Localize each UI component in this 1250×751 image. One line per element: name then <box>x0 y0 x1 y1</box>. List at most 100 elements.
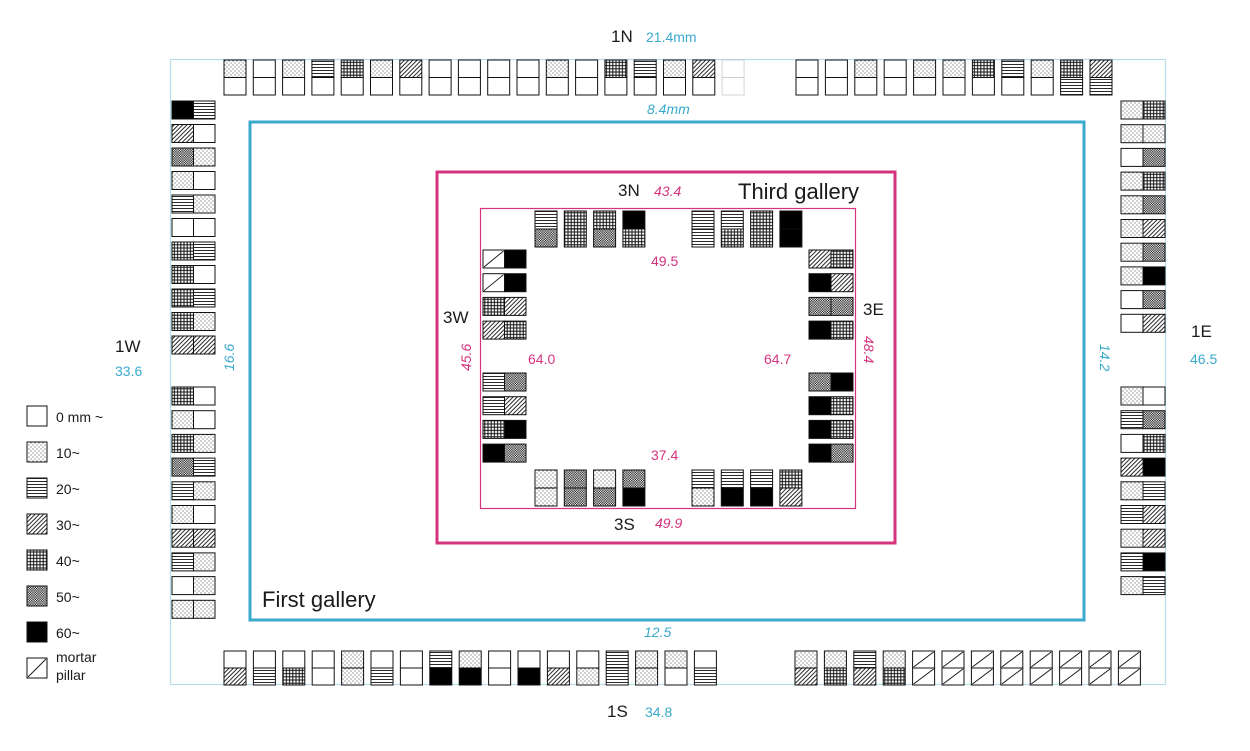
pillar-cell-top <box>605 650 629 669</box>
pillar-cell-bottom <box>399 77 423 96</box>
pillar <box>516 59 540 96</box>
legend-swatch <box>26 585 48 607</box>
pillar-cell-top <box>593 210 617 230</box>
pillar-cell-right <box>1142 552 1166 572</box>
pillar <box>1120 410 1166 430</box>
inner-left-value: 64.0 <box>528 351 555 367</box>
pillar <box>808 443 854 463</box>
pillar-cell-left <box>1120 195 1144 215</box>
pillar-cell-top <box>779 210 803 230</box>
pillar <box>171 576 216 596</box>
pillar <box>854 59 878 96</box>
pillar-cell-bottom <box>311 667 335 686</box>
pillar-cell-top <box>311 650 335 669</box>
pillar <box>692 59 716 96</box>
pillar <box>575 59 599 96</box>
pillar <box>794 650 818 686</box>
first-gallery-rect <box>248 120 1086 622</box>
pillar <box>370 59 393 96</box>
pillar <box>693 650 717 686</box>
pillar <box>171 457 216 477</box>
pillar-cell-left <box>1120 528 1144 548</box>
pillar-cell-top <box>488 650 512 669</box>
pillar-cell-right <box>1142 410 1166 430</box>
pillar-cell-bottom <box>1001 77 1025 96</box>
pillar-cell-top <box>458 650 482 669</box>
pillar <box>622 210 646 248</box>
pillar <box>970 650 994 686</box>
pillar-cell-bottom <box>428 77 452 96</box>
pillar-cell-right <box>504 296 527 316</box>
pillar <box>517 650 541 686</box>
pillar-cell-left <box>171 218 194 237</box>
pillar <box>1001 59 1025 96</box>
pillar-cell-bottom <box>691 228 715 248</box>
pillar-cell-right <box>193 171 216 190</box>
pillar <box>171 218 216 237</box>
pillar <box>1120 481 1166 501</box>
legend-swatch <box>26 513 48 535</box>
pillar-cell-top <box>516 59 540 78</box>
pillar-cell-top <box>311 59 335 78</box>
pillar-cell-top <box>428 59 452 78</box>
pillar-cell-right <box>504 273 527 293</box>
pillar <box>171 241 216 261</box>
pillar <box>779 469 803 507</box>
pillar <box>808 273 854 293</box>
pillar-cell-right <box>830 249 854 269</box>
pillar-cell-right <box>1142 528 1166 548</box>
pillar-cell-bottom <box>575 77 599 96</box>
pillar-cell-top <box>1060 59 1084 78</box>
pillar <box>691 469 715 507</box>
pillar-cell-top <box>282 650 306 669</box>
pillar-cell-top-mortar-mark <box>972 651 993 668</box>
pillar <box>487 59 511 96</box>
pillar-cell-bottom <box>1089 77 1113 96</box>
pillar-cell-top <box>795 59 819 78</box>
legend-label: 30~ <box>56 517 80 533</box>
pillar <box>824 59 848 96</box>
pillar-cell-left <box>171 312 194 331</box>
pillar-cell-top <box>750 210 774 230</box>
pillar <box>223 59 247 96</box>
pillar <box>1030 59 1054 96</box>
pillar <box>913 59 937 96</box>
pillar-cell-bottom-mortar-mark <box>1089 668 1111 685</box>
pillar-cell-left <box>1120 219 1144 238</box>
pillar-cell-right <box>193 386 216 406</box>
pillar-cell-right <box>504 419 527 439</box>
pillar-cell-top <box>593 469 617 489</box>
legend-swatch <box>26 549 48 571</box>
pillar <box>808 320 854 340</box>
first-right-value: 14.2 <box>1097 344 1113 371</box>
pillar-cell-top <box>534 469 558 489</box>
pillar-cell-bottom <box>1030 77 1054 96</box>
pillar-cell-bottom <box>882 667 906 686</box>
legend-label: 0 mm ~ <box>56 409 103 425</box>
pillar-cell-top <box>429 650 453 669</box>
pillar-cell-bottom <box>517 667 541 686</box>
pillar-cell-right <box>1142 290 1166 310</box>
pillar-cell-top <box>824 59 848 78</box>
pillar-cell-left <box>1120 552 1144 572</box>
pillar-cell-top <box>604 59 628 78</box>
label-1n: 1N <box>611 27 633 46</box>
pillar-cell-right <box>193 481 216 501</box>
pillar-cell-right <box>504 320 527 340</box>
value-1s: 34.8 <box>645 704 672 720</box>
pillar <box>941 650 965 686</box>
pillar-cell-left <box>171 386 194 406</box>
pillar <box>171 171 216 190</box>
pillar-cell-right <box>193 410 216 430</box>
pillar-cell-bottom <box>341 667 365 686</box>
label-1e: 1E <box>1191 322 1212 341</box>
pillar-cell-right <box>504 249 527 269</box>
pillar-cell-top <box>794 650 818 669</box>
pillar-cell-top <box>913 59 937 78</box>
pillar <box>1120 124 1166 144</box>
pillar <box>605 650 629 686</box>
pillar <box>252 650 276 686</box>
pillar-cell-bottom <box>622 487 646 507</box>
pillar-cell-top <box>664 650 688 669</box>
